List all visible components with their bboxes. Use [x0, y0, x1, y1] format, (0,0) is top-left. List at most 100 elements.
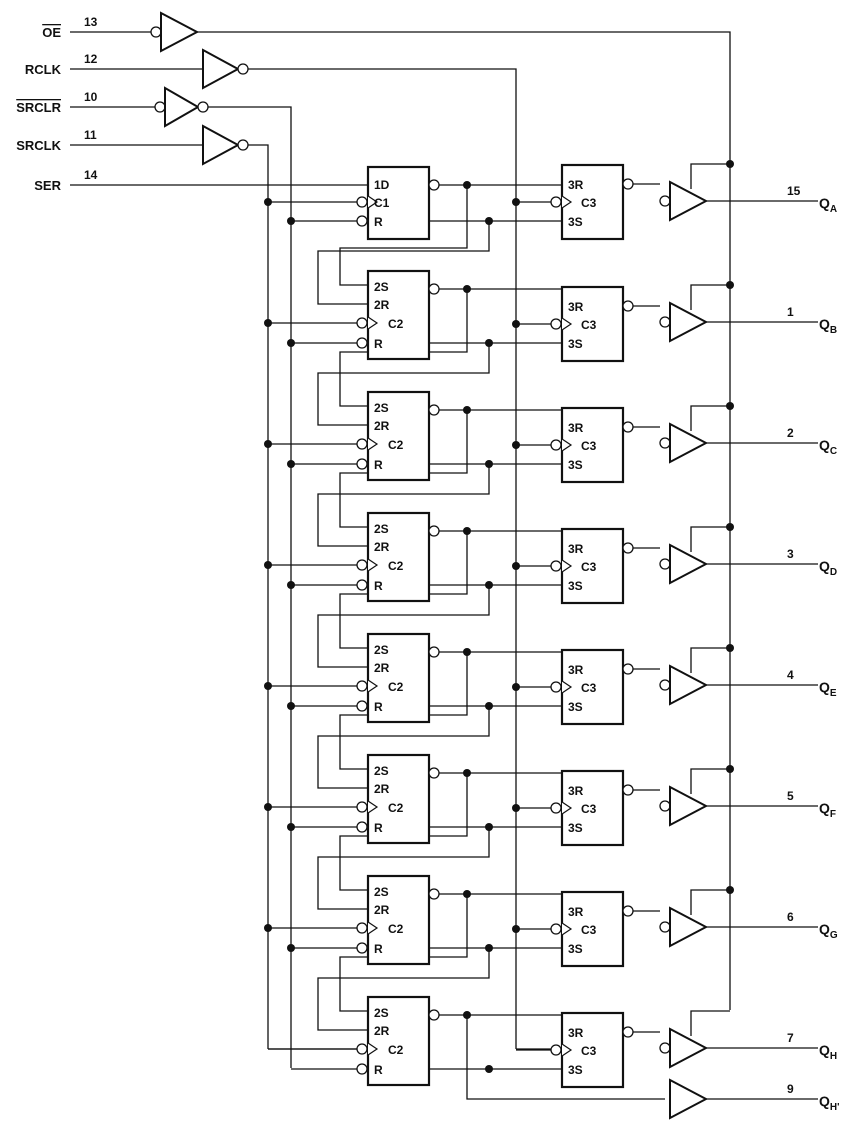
input-label-oe: OE: [42, 25, 61, 40]
storage-cell-port-label: C3: [581, 560, 597, 574]
cascade-2r-wire: [317, 343, 490, 426]
shift-clock-bubble-2: [356, 317, 368, 329]
serial-output-pin: 9: [787, 1082, 794, 1096]
shift-output-bubble-3: [428, 404, 440, 416]
cascade-2s-wire: [339, 531, 468, 649]
storage-output-bubble-8: [622, 1026, 634, 1038]
output-pin-2: 1: [787, 305, 794, 319]
shift-output-bubble-6: [428, 767, 440, 779]
shift-cell-port-label: R: [374, 337, 383, 351]
storage-cell-port-label: 3S: [568, 337, 583, 351]
shift-cell-port-label: 2R: [374, 903, 390, 917]
output-label-subscript: E: [830, 688, 837, 699]
storage-register-cell-5: [560, 648, 625, 726]
junction-dot: [463, 406, 471, 414]
junction-dot: [264, 682, 272, 690]
oe-tap: [690, 1010, 730, 1036]
serial-output-buffer: [669, 1078, 709, 1120]
storage-cell-port-label: C3: [581, 923, 597, 937]
shift-cell-port-label: 2S: [374, 885, 389, 899]
storage-clock-mark-7: [561, 922, 573, 936]
oe-input-bubble: [150, 26, 162, 38]
junction-dot: [287, 217, 295, 225]
junction-dot: [485, 339, 493, 347]
storage-cell-port-label: 3S: [568, 700, 583, 714]
storage-clock-bubble-6: [550, 802, 562, 814]
serial-out-wire: [466, 1015, 665, 1100]
storage-clock-bubble-2: [550, 318, 562, 330]
rclk-output-bubble: [237, 63, 249, 75]
storage-cell-port-label: C3: [581, 1044, 597, 1058]
storage-clock-bubble-1: [550, 196, 562, 208]
shift-register-cell-1: [366, 165, 431, 241]
junction-dot: [264, 803, 272, 811]
output-pin-4: 3: [787, 547, 794, 561]
output-label-subscript: C: [830, 446, 837, 457]
shift-clock-bubble-7: [356, 922, 368, 934]
shift-cell-port-label: 2R: [374, 661, 390, 675]
cascade-2s-wire: [339, 894, 468, 1012]
storage-cell-port-label: C3: [581, 318, 597, 332]
output-enable-bubble-8: [659, 1042, 671, 1054]
output-pin-6: 5: [787, 789, 794, 803]
storage-cell-port-label: 3R: [568, 542, 584, 556]
output-label-subscript: F: [830, 809, 836, 820]
junction-dot: [726, 765, 734, 773]
output-enable-bubble-4: [659, 558, 671, 570]
oe-tap: [690, 889, 730, 915]
output-enable-bubble-1: [659, 195, 671, 207]
junction-dot: [287, 581, 295, 589]
junction-dot: [287, 944, 295, 952]
shift-cell-port-label: C2: [388, 559, 404, 573]
shift-cell-port-label: C2: [388, 801, 404, 815]
input-pin-rclk: 12: [84, 52, 98, 66]
storage-register-cell-3: [560, 406, 625, 484]
output-label-1: QA: [819, 195, 837, 215]
shift-output-bubble-1: [428, 179, 440, 191]
junction-dot: [485, 460, 493, 468]
storage-register-cell-6: [560, 769, 625, 847]
cascade-2r-wire: [317, 827, 490, 910]
junction-dot: [463, 1011, 471, 1019]
output-buffer-6: [669, 785, 709, 827]
shift-cell-port-label: C1: [374, 196, 390, 210]
shift-cell-port-label: 1D: [374, 178, 390, 192]
output-buffer-8: [669, 1027, 709, 1069]
shift-cell-port-label: R: [374, 700, 383, 714]
shift-cell-port-label: C2: [388, 1043, 404, 1057]
junction-dot: [463, 769, 471, 777]
output-buffer-3: [669, 422, 709, 464]
output-buffer-4: [669, 543, 709, 585]
shift-clock-mark-2: [367, 316, 379, 330]
cascade-2s-wire: [339, 652, 468, 770]
storage-register-cell-8: [560, 1011, 625, 1089]
shift-clock-mark-5: [367, 679, 379, 693]
shift-cell-port-label: 2S: [374, 522, 389, 536]
srclr-output-bubble: [197, 101, 209, 113]
storage-register-cell-1: [560, 163, 625, 241]
storage-cell-port-label: C3: [581, 439, 597, 453]
shift-cell-port-label: 2S: [374, 401, 389, 415]
junction-dot: [287, 823, 295, 831]
output-enable-bubble-2: [659, 316, 671, 328]
shift-reset-bubble-7: [356, 942, 368, 954]
shift-cell-port-label: R: [374, 579, 383, 593]
storage-clock-mark-3: [561, 438, 573, 452]
labels: OE13RCLK12SRCLR10SRCLK11SER141DC1R3RC33S…: [16, 15, 839, 1113]
storage-output-bubble-5: [622, 663, 634, 675]
storage-cell-port-label: 3S: [568, 579, 583, 593]
shift-output-bubble-8: [428, 1009, 440, 1021]
junction-dot: [463, 285, 471, 293]
shift-reset-bubble-1: [356, 215, 368, 227]
shift-cell-port-label: 2S: [374, 764, 389, 778]
junction-dot: [264, 319, 272, 327]
output-label-8: QH: [819, 1042, 837, 1062]
output-label-subscript: H: [830, 1051, 837, 1062]
junction-dot: [463, 527, 471, 535]
junction-dot: [512, 198, 520, 206]
oe-buffer: [160, 11, 200, 53]
shift-cell-port-label: C2: [388, 680, 404, 694]
oe-tap: [690, 768, 730, 794]
shift-output-bubble-7: [428, 888, 440, 900]
shift-register-cell-2: [366, 269, 431, 361]
